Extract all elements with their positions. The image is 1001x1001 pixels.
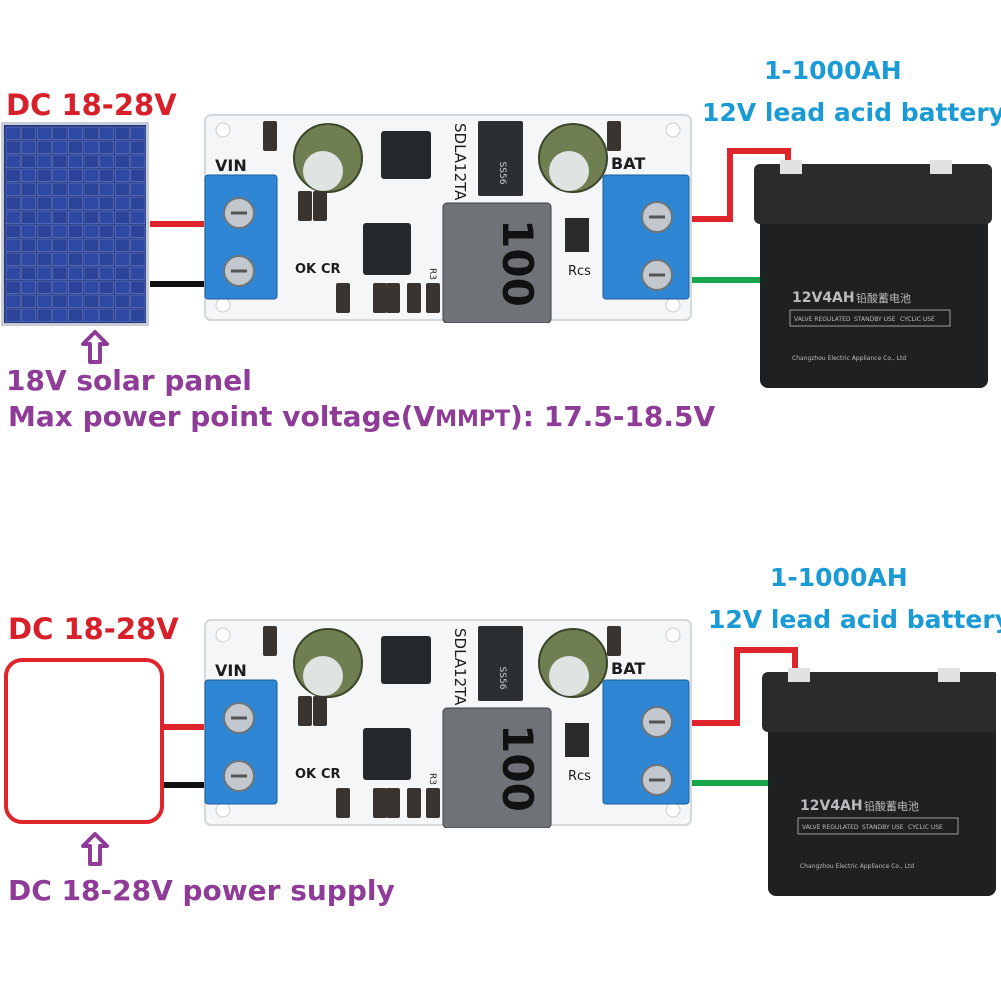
- svg-text:VIN: VIN: [215, 661, 247, 680]
- svg-text:STANDBY USE: STANDBY USE: [854, 316, 896, 323]
- svg-text:12V4AH: 12V4AH: [792, 290, 855, 306]
- top-charger-board: SS56 100 VIN BAT SDLA12TA OK CR Rcs R3: [204, 114, 692, 323]
- svg-text:100: 100: [493, 219, 542, 307]
- top-battery-type-label: 12V lead acid battery: [702, 98, 1001, 127]
- svg-text:VALVE REGULATED: VALVE REGULATED: [794, 316, 851, 323]
- svg-text:Rcs: Rcs: [568, 769, 591, 784]
- svg-text:R3: R3: [427, 268, 437, 280]
- svg-text:CR: CR: [321, 767, 341, 782]
- svg-text:STANDBY USE: STANDBY USE: [862, 824, 904, 831]
- svg-text:12V4AH: 12V4AH: [800, 798, 863, 814]
- svg-text:BAT: BAT: [611, 659, 645, 678]
- svg-text:100: 100: [493, 724, 542, 812]
- svg-text:SDLA12TA: SDLA12TA: [451, 123, 469, 201]
- top-arrow-up-icon: [81, 330, 109, 364]
- bottom-battery-type-label: 12V lead acid battery: [708, 605, 1001, 634]
- svg-text:OK: OK: [295, 767, 317, 782]
- svg-text:VALVE REGULATED: VALVE REGULATED: [802, 824, 859, 831]
- svg-text:OK: OK: [295, 262, 317, 277]
- svg-text:SS56: SS56: [497, 667, 507, 690]
- power-supply-box: [4, 658, 164, 824]
- svg-text:铅酸蓄电池: 铅酸蓄电池: [856, 291, 911, 305]
- svg-text:SS56: SS56: [497, 162, 507, 185]
- svg-text:BAT: BAT: [611, 154, 645, 173]
- mppt-voltage-label: Max power point voltage(VMMPT): 17.5-18.…: [8, 400, 716, 433]
- svg-text:CR: CR: [321, 262, 341, 277]
- top-input-voltage-label: DC 18-28V: [6, 88, 177, 122]
- svg-text:SDLA12TA: SDLA12TA: [451, 628, 469, 706]
- bottom-charger-board: SS56 100 VIN BAT SDLA12TA OK CR Rcs R3: [204, 619, 692, 828]
- svg-text:CYCLIC USE: CYCLIC USE: [908, 824, 943, 831]
- bottom-input-voltage-label: DC 18-28V: [8, 612, 179, 646]
- bottom-arrow-up-icon: [81, 832, 109, 866]
- bottom-battery-capacity-label: 1-1000AH: [770, 563, 908, 592]
- svg-text:铅酸蓄电池: 铅酸蓄电池: [864, 799, 919, 813]
- top-battery-capacity-label: 1-1000AH: [764, 56, 902, 85]
- svg-text:Changzhou Electric Appliance C: Changzhou Electric Appliance Co., Ltd: [792, 355, 906, 362]
- svg-text:Rcs: Rcs: [568, 264, 591, 279]
- power-supply-label: DC 18-28V power supply: [8, 874, 395, 907]
- solar-panel-image: [1, 122, 149, 326]
- svg-text:VIN: VIN: [215, 156, 247, 175]
- solar-panel-label: 18V solar panel: [6, 364, 252, 397]
- svg-text:Changzhou Electric Appliance C: Changzhou Electric Appliance Co., Ltd: [800, 863, 914, 870]
- svg-text:R3: R3: [427, 773, 437, 785]
- svg-text:CYCLIC USE: CYCLIC USE: [900, 316, 935, 323]
